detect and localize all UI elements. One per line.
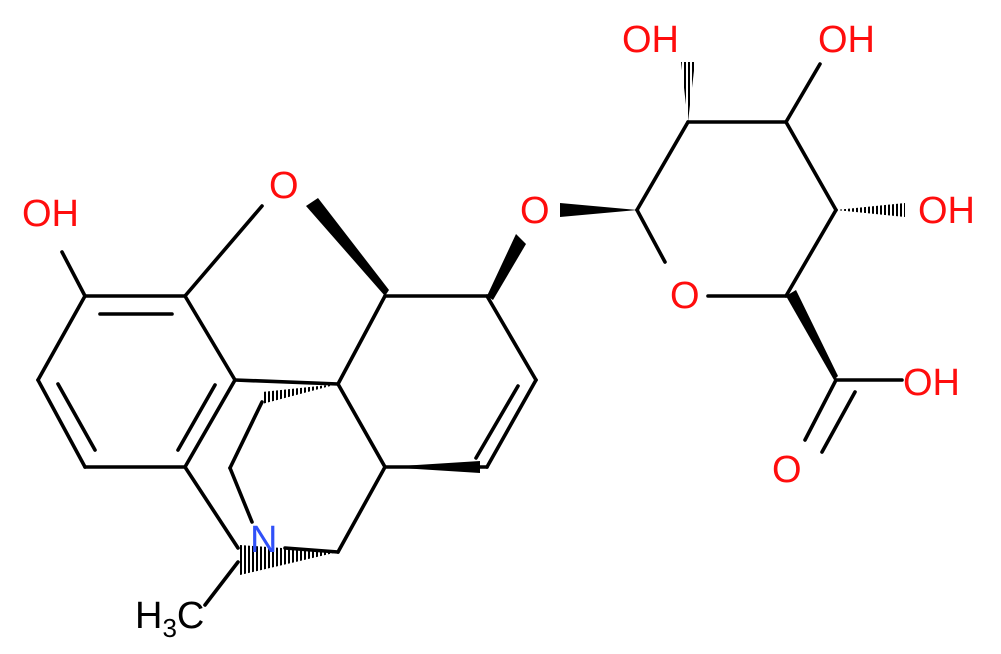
- label-o-ring: O: [670, 275, 700, 317]
- label-o-carbonyl: O: [772, 449, 802, 491]
- hash-bond-bridge: [262, 384, 338, 404]
- label-oh-sugar-top-right: OH: [818, 19, 875, 61]
- label-o-glycosidic: O: [520, 190, 550, 232]
- wedge-bond-glycoside: [487, 234, 526, 300]
- hash-bond-oh-top: [681, 62, 695, 122]
- label-oh-sugar-right: OH: [918, 190, 975, 232]
- methyl-subscript: 3: [162, 613, 176, 643]
- label-methyl: H3C: [135, 595, 204, 643]
- sugar-ring-bonds: [635, 62, 904, 454]
- skeleton-bonds: [60, 204, 538, 607]
- label-oh-sugar-top-left: OH: [622, 19, 679, 61]
- label-oh-phenol: OH: [22, 193, 79, 235]
- aromatic-ring-bonds: [36, 294, 237, 469]
- atom-labels: OH O O OH OH OH O OH O N H3C: [22, 19, 975, 643]
- label-n-amine: N: [250, 519, 277, 561]
- wedge-bond-furan: [306, 198, 389, 296]
- wedge-bond-carboxyl: [786, 290, 838, 380]
- label-o-furan: O: [269, 165, 299, 207]
- methyl-h: H: [135, 595, 162, 637]
- methyl-c: C: [177, 595, 204, 637]
- hash-bond-oh-right: [836, 203, 905, 217]
- label-oh-carboxyl: OH: [903, 362, 960, 404]
- wedge-bond-ring-junction: [385, 461, 480, 473]
- stereo-bonds: [240, 62, 905, 575]
- wedge-bond-anomeric: [560, 203, 637, 217]
- hash-bond-methyl: [240, 545, 338, 575]
